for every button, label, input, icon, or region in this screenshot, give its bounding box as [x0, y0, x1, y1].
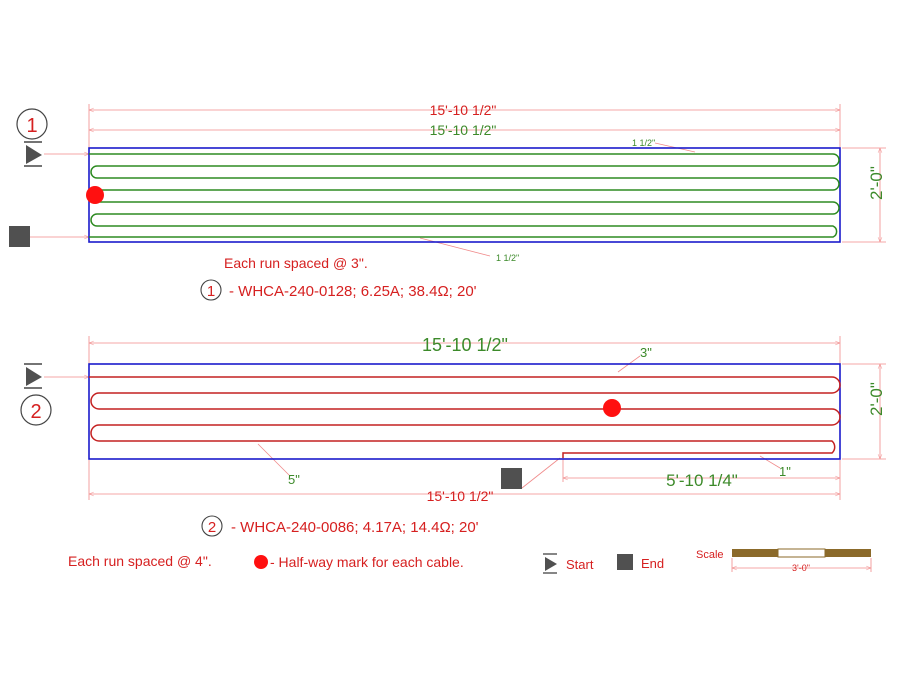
heater-2-spec: - WHCA-240-0086; 4.17A; 14.4Ω; 20': [231, 519, 479, 536]
heater-1-length-red: 15'-10 1/2": [430, 102, 497, 118]
heater-2: 15'-10 1/2" 2'-0" 3" 5" 1" 5'-10 1/4" 15…: [20, 335, 886, 537]
heater-2-end-icon: [501, 468, 522, 489]
heater-1-edge-offset-bottom: 1 1/2": [496, 253, 519, 263]
heater-2-spec-circle: [201, 515, 223, 537]
legend-spacing-note: Each run spaced @ 4".: [68, 553, 212, 569]
heater-2-end-offset: 5": [288, 472, 300, 487]
legend-halfway-label: - Half-way mark for each cable.: [270, 554, 464, 570]
heater-2-number: 2: [30, 401, 41, 423]
heater-1-dimension-lines: [30, 104, 886, 257]
heater-1-number-circle: [16, 108, 48, 140]
end-square-icon: [617, 554, 633, 570]
legend-end-label: End: [641, 556, 664, 571]
heater-1-spec-circle: [200, 279, 222, 301]
start-triangle-icon: [543, 553, 557, 574]
heater-2-number-circle: [20, 394, 52, 426]
scale-length: 3'-0": [792, 563, 810, 573]
heater-1-cable: [89, 153, 840, 238]
heater-1-spec-number: 1: [207, 283, 215, 300]
legend: Each run spaced @ 4". - Half-way mark fo…: [68, 548, 872, 574]
heater-2-edge-offset-top: 3": [640, 345, 652, 360]
legend-start-label: Start: [566, 557, 594, 572]
heater-1-number: 1: [26, 115, 37, 137]
heater-2-dimension-lines: [44, 336, 886, 500]
heater-2-partial-length: 5'-10 1/4": [666, 471, 738, 490]
heater-1-edge-offset-top: 1 1/2": [632, 138, 655, 148]
heater-1: 15'-10 1/2" 15'-10 1/2" 2'-0" 1 1/2" 1 1…: [9, 102, 886, 301]
heater-1-spacing-note: Each run spaced @ 3".: [224, 255, 368, 271]
heater-2-spec-number: 2: [208, 519, 216, 536]
heater-1-spec: - WHCA-240-0128; 6.25A; 38.4Ω; 20': [229, 283, 477, 300]
heater-2-corner-offset: 1": [779, 464, 791, 479]
heater-2-start-icon: [24, 363, 42, 389]
legend-halfway-icon: [254, 555, 268, 569]
heater-1-halfway-mark: [86, 186, 104, 204]
heater-2-halfway-mark: [603, 399, 621, 417]
heater-1-mat-outline: [88, 147, 841, 243]
heater-2-length-top: 15'-10 1/2": [422, 335, 508, 355]
heater-1-start-icon: [24, 141, 42, 167]
heater-1-length-green: 15'-10 1/2": [430, 122, 497, 138]
scale-bar: [731, 548, 872, 572]
heater-1-end-icon: [9, 226, 30, 247]
scale-label: Scale: [696, 549, 724, 561]
heater-1-width: 2'-0": [867, 166, 886, 200]
heater-2-cable: [89, 376, 841, 458]
heater-2-length-bottom: 15'-10 1/2": [427, 488, 494, 504]
heater-2-mat-outline: [88, 363, 841, 460]
heater-2-width: 2'-0": [867, 382, 886, 416]
